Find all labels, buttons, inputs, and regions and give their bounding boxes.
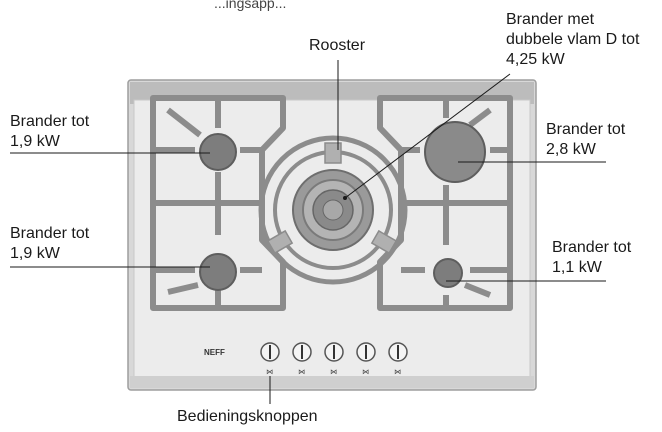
dual-flame-pointer-dot: [343, 196, 347, 200]
label-control-knobs: Bedieningsknoppen: [177, 408, 318, 425]
control-knobs: ⋈ ⋈ ⋈ ⋈ ⋈: [260, 342, 408, 376]
top-fragment-text: ...ingsapp...: [214, 0, 286, 11]
leader-dual-flame: [344, 73, 511, 199]
control-knob[interactable]: ⋈: [356, 342, 376, 376]
label-burner-top-left: Brander tot 1,9 kW: [10, 113, 90, 150]
control-knob[interactable]: ⋈: [292, 342, 312, 376]
brand-badge: NEFF: [204, 348, 225, 357]
burner-top-left: [199, 133, 237, 171]
control-knob[interactable]: ⋈: [388, 342, 408, 376]
svg-text:⋈: ⋈: [266, 369, 273, 376]
svg-text:⋈: ⋈: [362, 369, 369, 376]
burner-bottom-right: [433, 258, 463, 288]
label-dual-flame-burner: Brander met dubbele vlam D tot 4,25 kW: [506, 11, 640, 68]
svg-text:⋈: ⋈: [330, 369, 337, 376]
label-burner-bottom-right: Brander tot 1,1 kW: [552, 239, 632, 276]
dual-flame-burner: [292, 169, 374, 251]
cooktop-front-edge: [130, 376, 534, 388]
right-grate: [377, 95, 513, 311]
label-grate: Rooster: [309, 37, 366, 54]
leader-lines: [10, 60, 606, 404]
left-grate: [150, 95, 286, 311]
svg-text:⋈: ⋈: [298, 369, 305, 376]
label-burner-top-right: Brander tot 2,8 kW: [546, 121, 626, 158]
burner-top-right: [424, 121, 486, 183]
control-knob[interactable]: ⋈: [324, 342, 344, 376]
control-knob[interactable]: ⋈: [260, 342, 280, 376]
burner-bottom-left: [199, 253, 237, 291]
center-grate: [258, 135, 408, 285]
label-burner-bottom-left: Brander tot 1,9 kW: [10, 225, 90, 262]
svg-text:⋈: ⋈: [394, 369, 401, 376]
